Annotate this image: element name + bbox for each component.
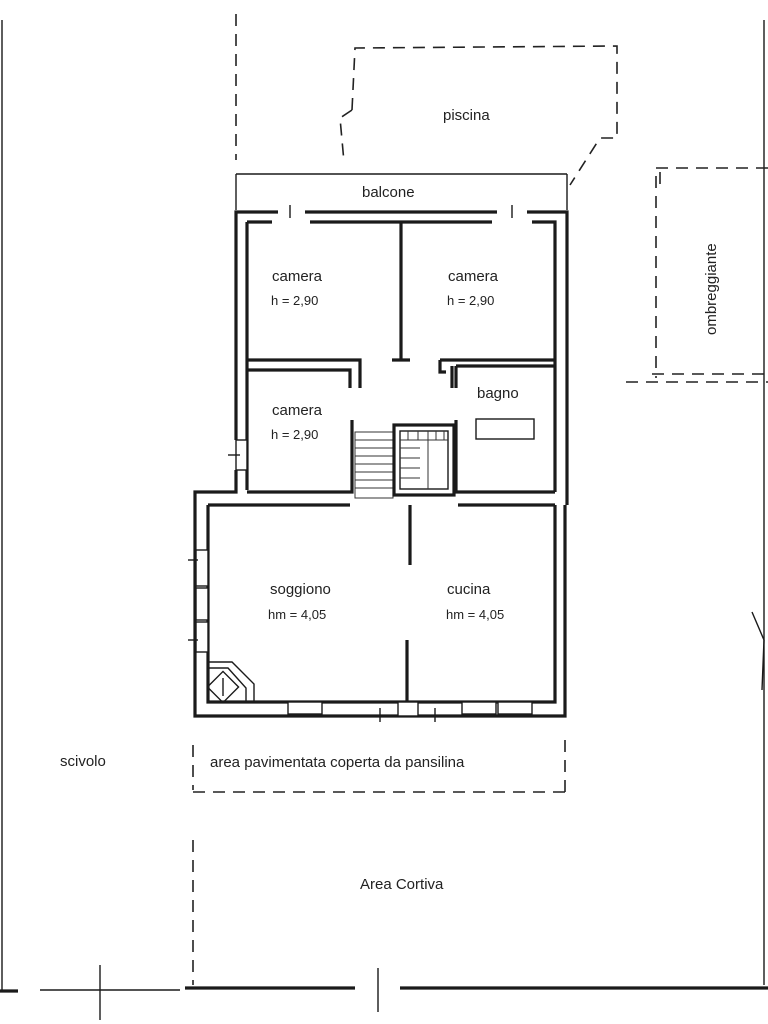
covered-paved-area-outline [192, 740, 566, 793]
label-piscina: piscina [443, 107, 490, 124]
label-camera-3: camera [272, 402, 323, 419]
staircase [354, 423, 456, 499]
property-boundary [0, 20, 768, 1020]
label-camera-2: camera [448, 268, 499, 285]
label-camera-2-height: h = 2,90 [447, 293, 494, 308]
label-area-pavimentata: area pavimentata coperta da pansilina [210, 754, 465, 771]
label-camera-1-height: h = 2,90 [271, 293, 318, 308]
house-walls [193, 210, 569, 718]
pool-outline [339, 45, 618, 186]
label-ombreggiante: ombreggiante [703, 243, 720, 335]
label-balcone: balcone [362, 184, 415, 201]
label-area-cortiva: Area Cortiva [360, 876, 444, 893]
windows [188, 205, 533, 722]
label-scivolo: scivolo [60, 753, 106, 770]
interior-walls [208, 222, 555, 702]
label-camera-3-height: h = 2,90 [271, 427, 318, 442]
bathtub [475, 418, 535, 440]
label-cucina: cucina [447, 581, 491, 598]
fireplace [206, 661, 255, 704]
label-soggiorno: soggiono [270, 581, 331, 598]
label-camera-1: camera [272, 268, 323, 285]
label-cucina-height: hm = 4,05 [446, 607, 504, 622]
boundary-mark [751, 611, 765, 691]
balcony-outline [235, 173, 568, 210]
label-bagno: bagno [477, 385, 519, 402]
label-soggiorno-height: hm = 4,05 [268, 607, 326, 622]
shade-structure-outline [626, 167, 768, 383]
dashed-guide-line [192, 14, 237, 985]
